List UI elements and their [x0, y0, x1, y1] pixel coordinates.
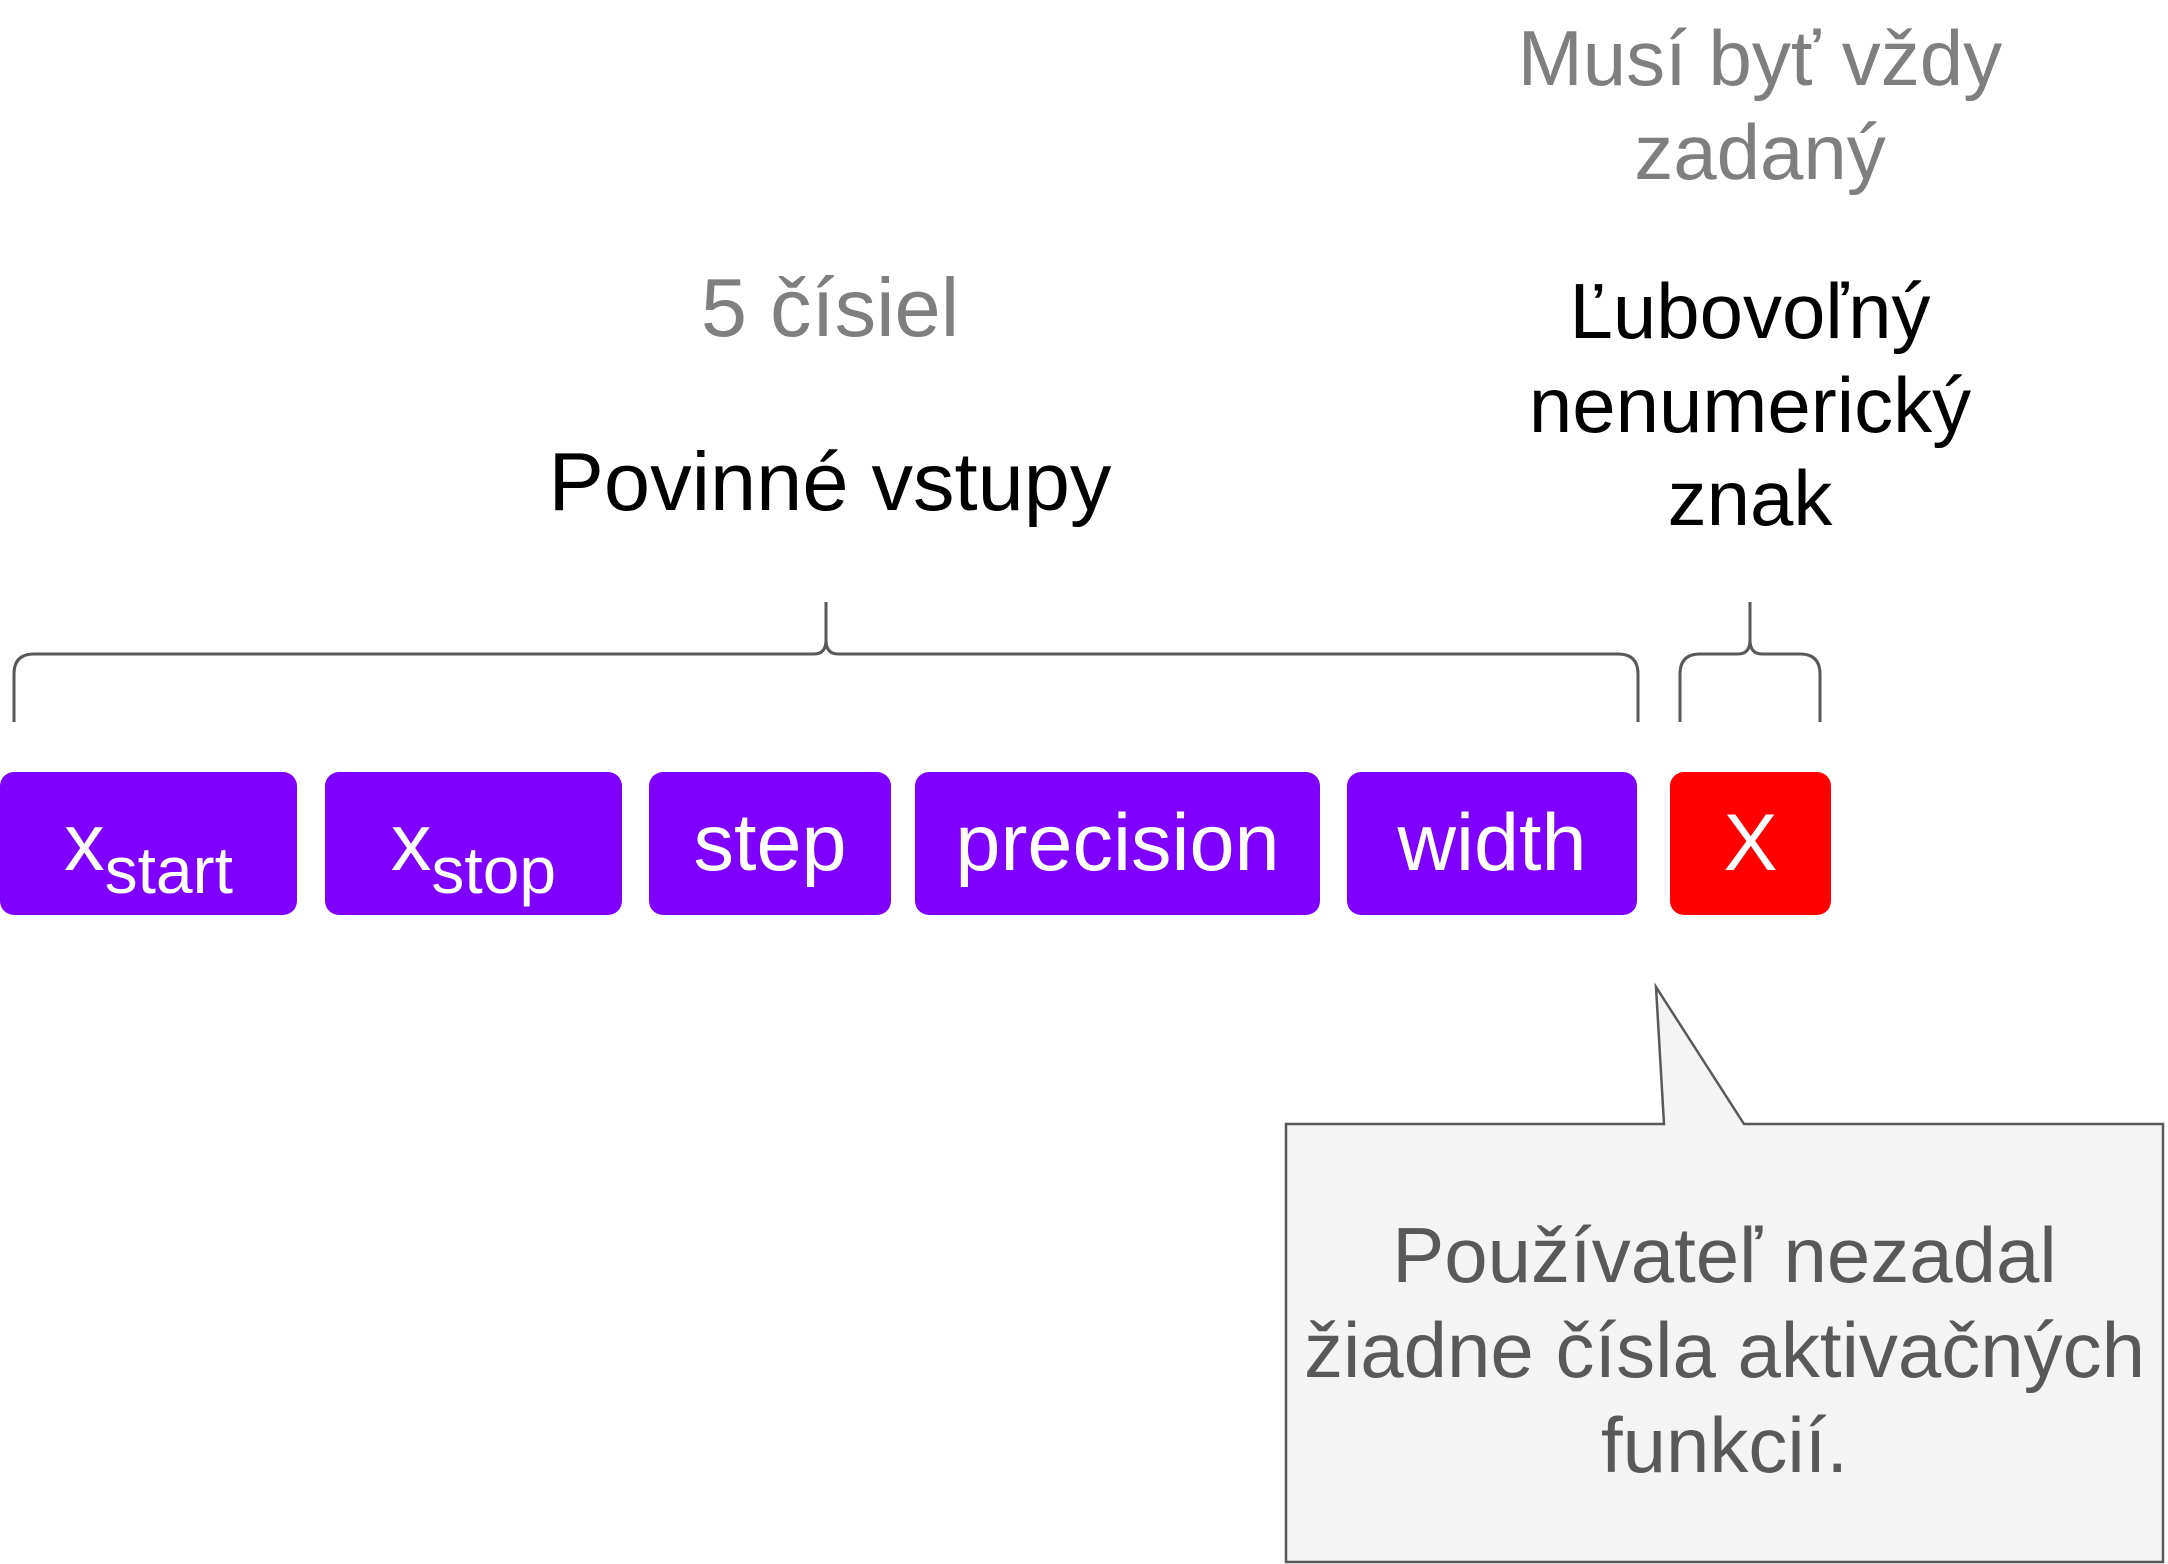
input-box-nonnumeric-char: X	[1670, 772, 1831, 915]
nonnumeric-char-brace	[1678, 602, 1822, 722]
input-nonnumeric-char-label: X	[1723, 798, 1778, 888]
input-xstop-label: xstop	[390, 798, 557, 908]
input-box-precision: precision	[915, 772, 1320, 915]
mandatory-inputs-title: Povinné vstupy	[548, 435, 1112, 528]
input-precision-label: precision	[955, 798, 1280, 888]
mandatory-inputs-brace	[12, 602, 1640, 722]
input-width-label: width	[1397, 798, 1587, 888]
input-box-xstop: xstop	[325, 772, 622, 915]
callout-bubble	[1284, 982, 2165, 1564]
input-box-xstart: xstart	[0, 772, 297, 915]
input-box-width: width	[1347, 772, 1637, 915]
always-required-label: Musí byť vždy zadaný	[1517, 14, 2003, 196]
input-step-label: step	[693, 798, 847, 888]
any-nonnumeric-char-label: Ľubovoľný nenumerický znak	[1528, 267, 1972, 543]
callout-text: Používateľ nezadal žiadne čísla aktivačn…	[1303, 1211, 2146, 1490]
mandatory-count-label: 5 čísiel	[700, 261, 960, 354]
input-box-step: step	[649, 772, 891, 915]
input-xstart-label: xstart	[64, 798, 233, 908]
